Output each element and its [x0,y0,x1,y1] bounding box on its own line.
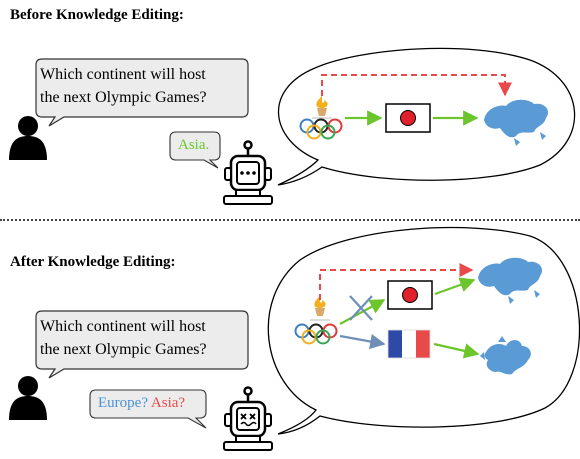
answer-text-top: Asia. [178,137,210,153]
arrow-japan-to-asia-bottom [434,277,476,296]
answer-asia: Asia? [150,395,186,411]
question-bubble-top [35,58,249,127]
before-heading: Before Knowledge Editing: [10,7,184,23]
dashed-arrow-top [321,74,512,97]
section-divider [0,219,580,221]
question-bubble-bottom [35,310,249,379]
question-line-2-bottom: the next Olympic Games? [40,341,207,358]
question-line-2-top: the next Olympic Games? [40,89,207,106]
robot-icon-top [222,140,274,206]
user-avatar-bottom [9,376,47,420]
dashed-arrow-bottom [319,263,474,300]
question-text-bottom: Which continent will host the next Olymp… [40,315,207,361]
robot-confused-icon-bottom [222,386,274,452]
japan-flag-icon-bottom [387,280,433,310]
europe-map-icon [480,336,531,375]
answer-bubble-top [169,131,221,169]
arrow-france-to-europe [433,342,480,359]
question-text-top: Which continent will host the next Olymp… [40,63,207,109]
france-flag-icon [387,329,431,359]
answer-bubble-bottom [89,389,207,429]
japan-flag-icon-top [385,103,431,133]
asia-map-icon-top [484,99,549,146]
cross-out-icon [349,295,373,321]
arrow-olympics-to-france [339,333,386,350]
question-line-1-top: Which continent will host [40,66,206,83]
answer-text-bottom: Europe? Asia? [98,395,185,412]
after-heading: After Knowledge Editing: [10,254,176,270]
arrow-olympics-to-japan-bottom [339,299,386,325]
question-line-1-bottom: Which continent will host [40,318,206,335]
user-avatar-top [9,116,47,160]
answer-europe: Europe? [98,395,148,411]
asia-map-icon-bottom [478,257,543,304]
